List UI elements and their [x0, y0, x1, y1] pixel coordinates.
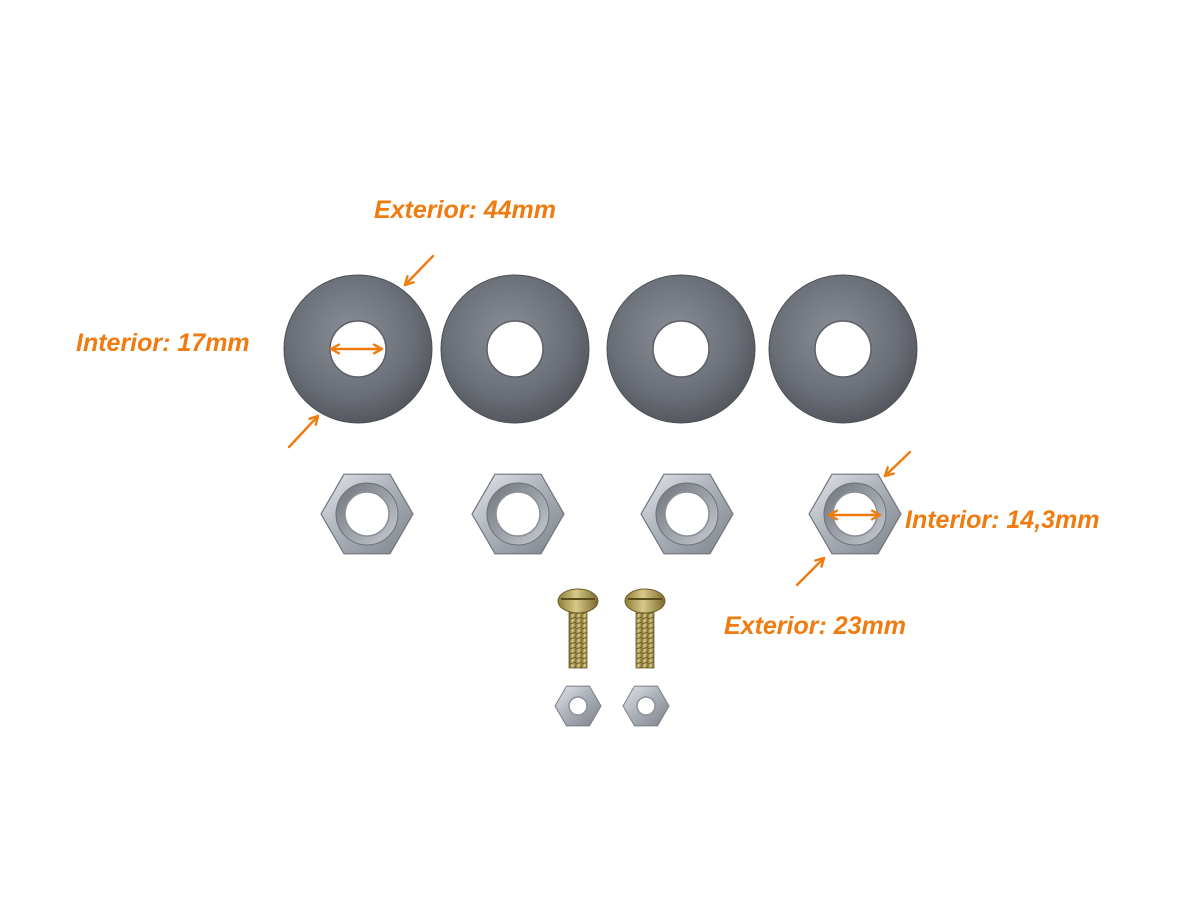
nut-hole [664, 491, 710, 537]
nut-exterior-label: Exterior: 23mm [724, 612, 907, 640]
small-nut-2 [622, 685, 670, 727]
screw-shank [568, 609, 588, 669]
arrow-head [403, 275, 415, 287]
nut-exterior-bottom-arrow-icon [795, 556, 826, 587]
arrow-shaft [883, 450, 912, 478]
washer-hole [814, 320, 872, 378]
washer-interior-label: Interior: 17mm [76, 329, 250, 357]
washer-hole [486, 320, 544, 378]
washer-exterior-top-arrow-icon [403, 254, 435, 287]
screw-2 [624, 588, 666, 669]
washer-hole [652, 320, 710, 378]
washer-exterior-bottom-arrow-icon [287, 414, 320, 449]
arrow-shaft [795, 556, 826, 587]
screw-shank [635, 609, 655, 669]
screw-1 [557, 588, 599, 669]
large-nut-3 [640, 473, 734, 555]
large-nut-1 [320, 473, 414, 555]
screw-head [624, 588, 666, 614]
arrow-head [308, 414, 320, 426]
nut-hole [495, 491, 541, 537]
washer-interior-arrow-icon [329, 343, 384, 355]
washer-exterior-label: Exterior: 44mm [374, 196, 557, 224]
small-nut-hole [636, 696, 656, 716]
large-nut-2 [471, 473, 565, 555]
arrow-head [827, 509, 839, 521]
washer-3 [606, 274, 756, 424]
nut-interior-arrow-icon [827, 509, 882, 521]
nut-interior-label: Interior: 14,3mm [905, 506, 1100, 534]
small-nut-hole [568, 696, 588, 716]
washer-2 [440, 274, 590, 424]
arrow-head [883, 466, 895, 478]
screw-head [557, 588, 599, 614]
arrow-head [870, 509, 882, 521]
nut-hole [344, 491, 390, 537]
nut-exterior-top-arrow-icon [883, 450, 912, 478]
arrow-shaft [403, 254, 435, 287]
arrow-shaft [287, 414, 320, 449]
washer-4 [768, 274, 918, 424]
arrow-head [372, 343, 384, 355]
arrow-head [814, 556, 826, 568]
arrow-head [329, 343, 341, 355]
small-nut-1 [554, 685, 602, 727]
